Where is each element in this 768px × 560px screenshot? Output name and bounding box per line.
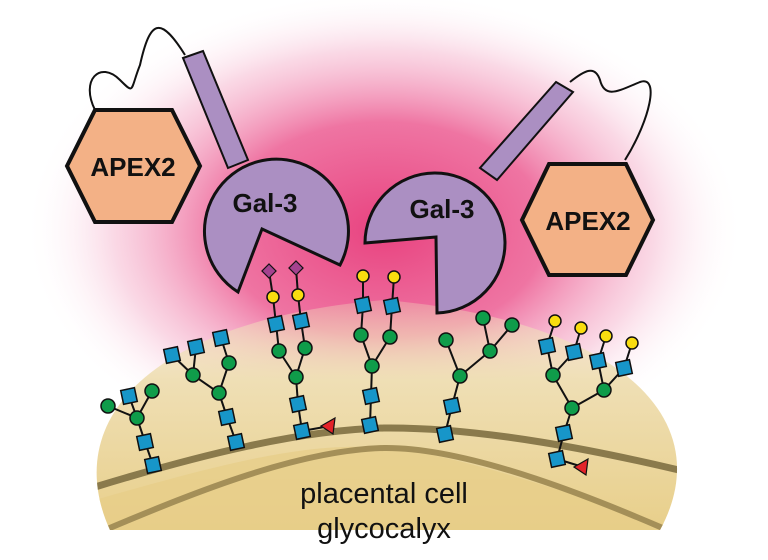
glcnac-square-icon <box>564 342 584 362</box>
glycans <box>100 260 639 477</box>
mannose-circle-icon <box>504 317 520 333</box>
left-apex2-hexagon <box>64 108 203 224</box>
glcnac-square-icon <box>292 421 312 441</box>
sialic-acid-diamond-icon <box>288 260 304 276</box>
glcnac-square-icon <box>266 314 286 334</box>
right-linker <box>569 69 652 161</box>
galactose-circle-icon <box>548 314 562 328</box>
glycan-5 <box>435 310 520 444</box>
mannose-circle-icon <box>564 400 580 416</box>
mannose-circle-icon <box>144 383 160 399</box>
galactose-circle-icon <box>387 270 401 284</box>
glcnac-square-icon <box>135 432 155 452</box>
cell-label-line1: placental cell <box>300 478 468 510</box>
glcnac-square-icon <box>547 449 567 469</box>
mannose-circle-icon <box>100 398 116 414</box>
glcnac-square-icon <box>143 455 163 475</box>
mannose-circle-icon <box>221 355 237 371</box>
glcnac-square-icon <box>162 345 182 365</box>
glycan-1 <box>100 383 163 475</box>
galactose-circle-icon <box>356 269 370 283</box>
glycan-6 <box>537 314 639 477</box>
left-gal3-label: Gal-3 <box>232 188 297 218</box>
left-gal3-domain <box>203 157 350 295</box>
fucose-triangle-icon <box>319 416 336 436</box>
left-probe: APEX2 Gal-3 <box>64 26 350 295</box>
cell-inner <box>96 446 678 530</box>
mannose-circle-icon <box>364 358 380 374</box>
mannose-circle-icon <box>596 382 612 398</box>
outer-membrane <box>96 424 678 491</box>
left-gal3-stalk <box>181 49 250 170</box>
left-apex2-label: APEX2 <box>90 152 175 182</box>
glycan-3 <box>261 260 336 441</box>
mannose-circle-icon <box>438 332 454 348</box>
mannose-circle-icon <box>271 343 287 359</box>
glcnac-square-icon <box>211 328 231 348</box>
glycan-4 <box>353 269 402 435</box>
galactose-circle-icon <box>599 329 613 343</box>
glcnac-square-icon <box>119 386 139 406</box>
glcnac-square-icon <box>353 295 373 315</box>
glcnac-square-icon <box>442 396 462 416</box>
mannose-circle-icon <box>129 410 145 426</box>
glcnac-square-icon <box>435 424 455 444</box>
right-gal3-stalk <box>478 80 575 182</box>
glcnac-square-icon <box>614 358 634 378</box>
glcnac-square-icon <box>288 394 308 414</box>
galactose-circle-icon <box>291 288 305 302</box>
mannose-circle-icon <box>475 310 491 326</box>
galactose-circle-icon <box>266 290 280 304</box>
right-gal3-domain <box>363 171 507 315</box>
mannose-circle-icon <box>545 367 561 383</box>
glcnac-square-icon <box>226 432 246 452</box>
right-apex2-label: APEX2 <box>545 206 630 236</box>
right-probe: APEX2 Gal-3 <box>363 69 656 315</box>
mannose-circle-icon <box>297 340 313 356</box>
mannose-circle-icon <box>185 367 201 383</box>
glcnac-square-icon <box>361 386 381 406</box>
glcnac-square-icon <box>217 407 237 427</box>
inner-membrane <box>103 444 678 530</box>
glcnac-square-icon <box>588 351 608 371</box>
mannose-circle-icon <box>211 385 227 401</box>
mannose-circle-icon <box>452 368 468 384</box>
glcnac-square-icon <box>537 336 557 356</box>
mannose-circle-icon <box>353 327 369 343</box>
galactose-circle-icon <box>625 336 639 350</box>
glcnac-square-icon <box>291 311 311 331</box>
placental-cell: placental cell glycocalyx <box>96 300 678 545</box>
cell-label-line2: glycocalyx <box>317 513 451 545</box>
mannose-circle-icon <box>482 343 498 359</box>
glcnac-square-icon <box>186 337 206 357</box>
glcnac-square-icon <box>554 423 574 443</box>
right-gal3-label: Gal-3 <box>409 194 474 224</box>
fucose-triangle-icon <box>572 457 589 477</box>
glycan-2 <box>162 328 246 452</box>
left-linker <box>88 26 186 111</box>
sialic-acid-diamond-icon <box>261 263 277 279</box>
mannose-circle-icon <box>382 329 398 345</box>
glcnac-square-icon <box>360 415 380 435</box>
galactose-circle-icon <box>574 321 588 335</box>
glcnac-square-icon <box>382 296 402 316</box>
right-apex2-hexagon <box>519 162 656 277</box>
mannose-circle-icon <box>288 369 304 385</box>
